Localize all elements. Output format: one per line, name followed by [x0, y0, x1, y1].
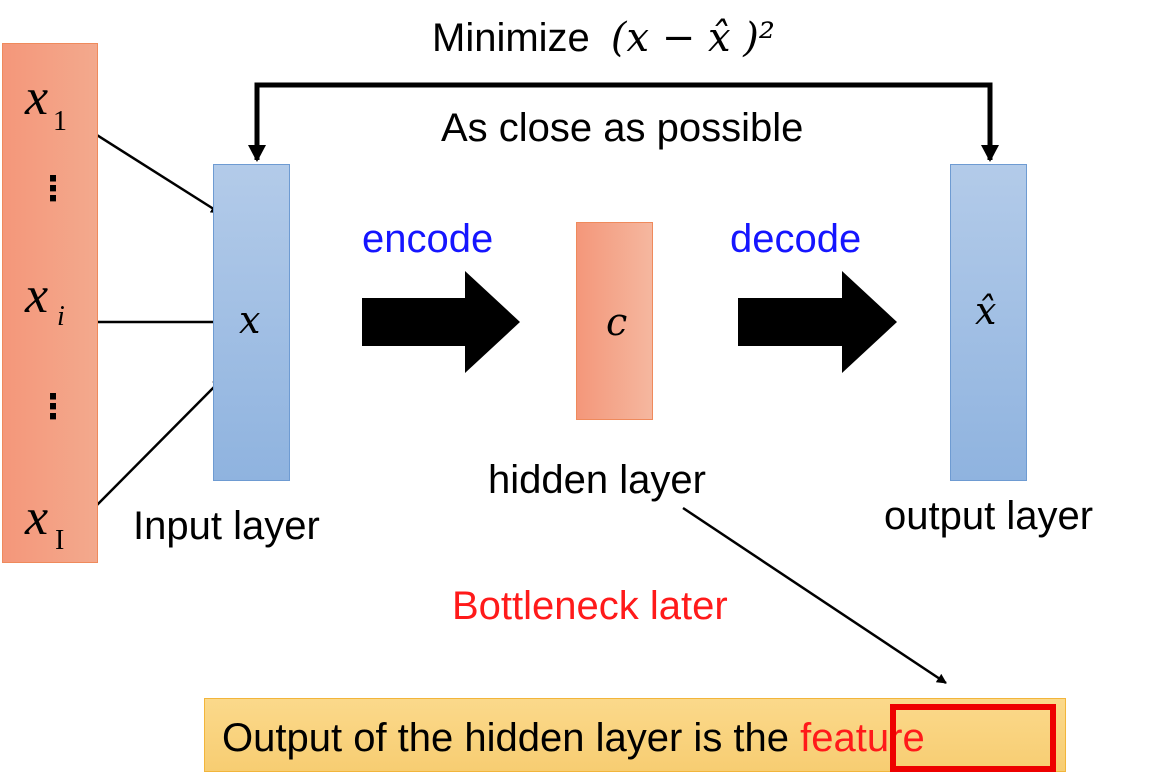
feature-pointer-arrow	[682, 506, 947, 685]
hidden-layer-label: hidden layer	[488, 458, 706, 502]
feature-note-box	[204, 698, 1066, 772]
input-element-1-subscript: 1	[53, 106, 67, 137]
objective-subtitle: As close as possible	[441, 106, 804, 150]
hidden-layer-symbol: 𝑐	[606, 300, 628, 344]
input-layer-label: Input layer	[133, 504, 320, 548]
loop-arrowhead-input	[248, 145, 266, 162]
encode-arrow-icon	[362, 271, 520, 373]
ellipsis-bottom: ⋮	[36, 387, 70, 427]
feature-note-highlight: feature	[800, 716, 925, 760]
feature-note-text: Output of the hidden layer is the featur…	[222, 718, 925, 758]
encode-label: encode	[362, 217, 494, 261]
reconstruction-loop	[248, 82, 999, 162]
hidden-layer-box	[576, 222, 653, 420]
objective-formula: (𝑥 − 𝑥̂ )²	[610, 15, 775, 61]
input-element-I-subscript: I	[55, 525, 65, 556]
loop-line	[254, 82, 993, 160]
output-layer-label: output layer	[884, 494, 1094, 538]
input-vector	[2, 43, 98, 563]
feature-note-prefix: Output of the hidden layer is the	[222, 716, 801, 760]
output-layer-symbol: 𝑥̂	[975, 289, 997, 333]
input-element-i-symbol: x	[25, 267, 49, 324]
decode-label: decode	[730, 217, 862, 261]
input-element-I-symbol: x	[25, 489, 49, 546]
ellipsis-top: ⋮	[36, 169, 70, 209]
input-element-i-subscript: i	[57, 301, 65, 332]
objective-title: Minimize (𝑥 − 𝑥̂ )²	[432, 18, 775, 58]
bottleneck-label: Bottleneck later	[452, 584, 728, 628]
loop-arrowhead-output	[981, 145, 999, 162]
input-layer-box	[213, 164, 290, 481]
input-element-1-symbol: x	[25, 69, 49, 126]
output-layer-box	[950, 164, 1027, 481]
xI-connection-arrow	[96, 378, 223, 506]
decode-arrow-icon	[738, 271, 897, 373]
objective-prefix: Minimize	[432, 16, 590, 60]
input-layer-symbol: 𝑥	[239, 298, 261, 342]
feature-highlight-frame	[890, 704, 1056, 772]
